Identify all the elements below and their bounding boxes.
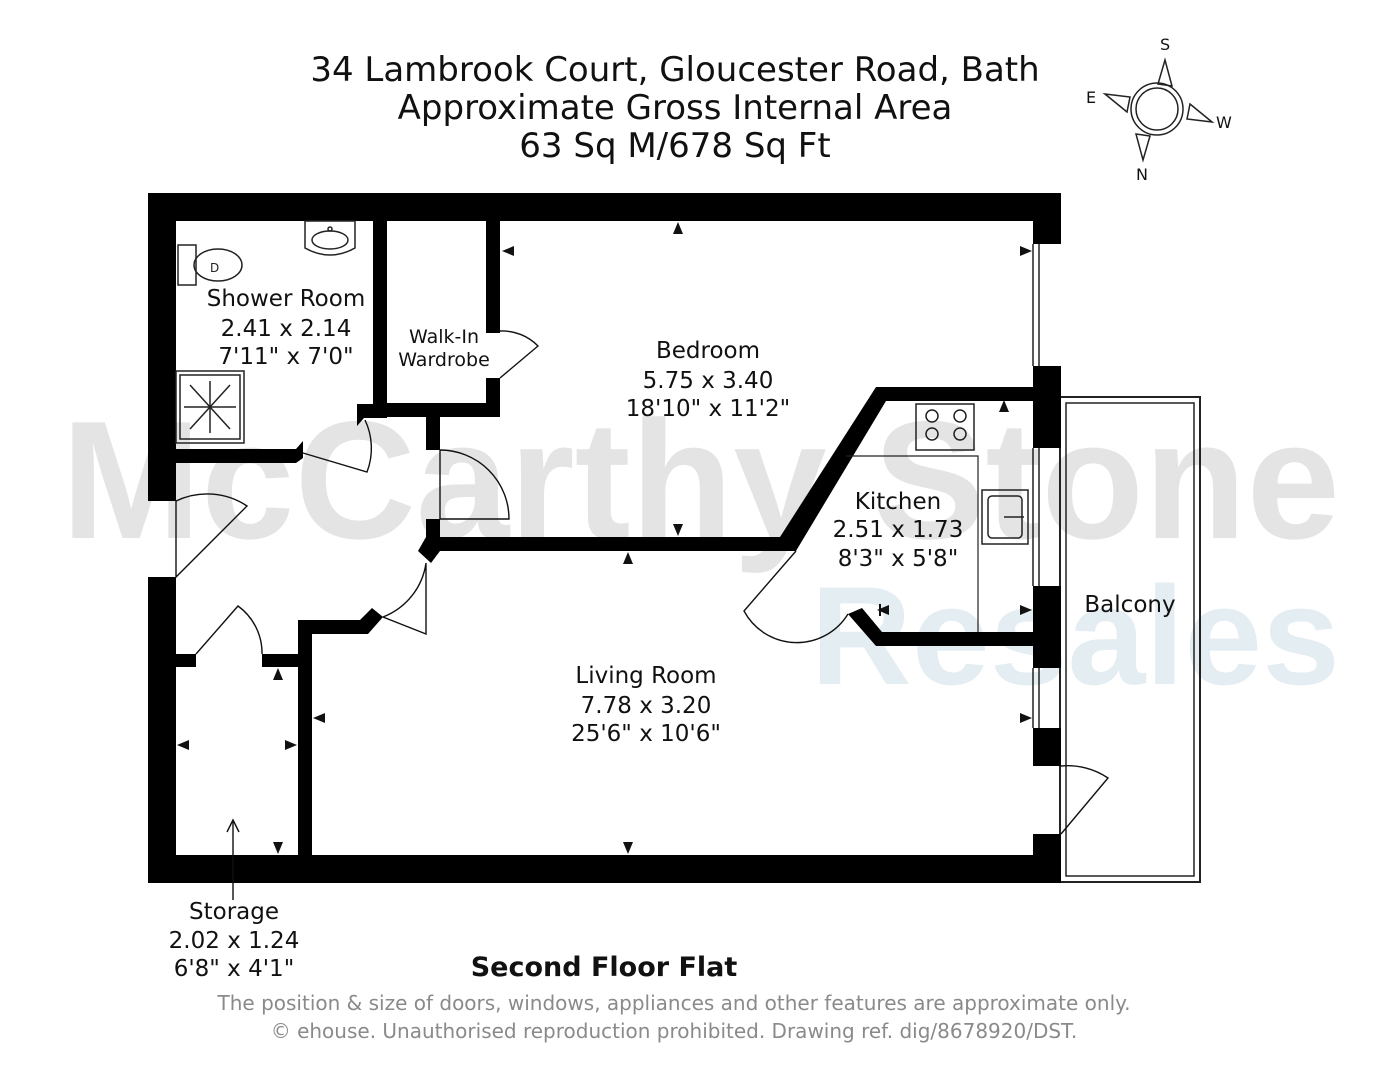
balcony-inner-outline [1065, 402, 1195, 877]
storage-name: Storage [189, 899, 279, 925]
compass-s: S [1160, 35, 1170, 54]
room-balcony: Balcony [1084, 592, 1175, 618]
storage-metric: 2.02 x 1.24 [169, 928, 300, 954]
room-kitchen: Kitchen 2.51 x 1.73 8'3" x 5'8" [833, 489, 964, 572]
kitchen-metric: 2.51 x 1.73 [833, 517, 964, 543]
kitchen-imperial: 8'3" x 5'8" [838, 546, 959, 572]
disclaimer-line2: © ehouse. Unauthorised reproduction proh… [270, 1019, 1078, 1043]
compass-e: E [1086, 88, 1096, 107]
living-metric: 7.78 x 3.20 [581, 693, 712, 719]
basin-icon [304, 220, 356, 256]
svg-text:D: D [210, 261, 219, 275]
room-living: Living Room 7.78 x 3.20 25'6" x 10'6" [571, 663, 721, 747]
dimension-markers [177, 222, 1032, 854]
kitchen-name: Kitchen [855, 489, 941, 515]
disclaimer-line1: The position & size of doors, windows, a… [217, 991, 1131, 1015]
storage-imperial: 6'8" x 4'1" [174, 956, 295, 982]
toilet-icon: D [177, 244, 243, 286]
room-wardrobe: Walk-In Wardrobe [398, 326, 490, 371]
kitchen-worktop [846, 455, 979, 632]
property-address: 34 Lambrook Court, Gloucester Road, Bath [310, 50, 1040, 90]
living-name: Living Room [575, 663, 716, 689]
wardrobe-line2: Wardrobe [398, 349, 490, 371]
area-value: 63 Sq M/678 Sq Ft [519, 126, 831, 166]
compass-w: W [1216, 113, 1232, 132]
area-title: Approximate Gross Internal Area [397, 88, 953, 128]
door-swings [175, 330, 1110, 900]
room-storage: Storage 2.02 x 1.24 6'8" x 4'1" [169, 899, 300, 982]
room-shower: Shower Room 2.41 x 2.14 7'11" x 7'0" [207, 286, 365, 370]
shower-name: Shower Room [207, 286, 365, 312]
compass-icon: S E W N [1086, 35, 1232, 184]
compass-n: N [1136, 165, 1148, 184]
bedroom-imperial: 18'10" x 11'2" [626, 396, 790, 422]
living-imperial: 25'6" x 10'6" [571, 721, 721, 747]
shower-tray-icon [175, 370, 245, 444]
hob-icon [915, 403, 975, 451]
windows [1032, 244, 1040, 728]
sink-icon [981, 489, 1029, 545]
balcony-name: Balcony [1084, 592, 1175, 618]
bedroom-name: Bedroom [656, 338, 760, 364]
room-bedroom: Bedroom 5.75 x 3.40 18'10" x 11'2" [626, 338, 790, 422]
walls [148, 193, 1061, 883]
floor-label: Second Floor Flat [470, 952, 738, 983]
shower-imperial: 7'11" x 7'0" [218, 344, 353, 370]
wardrobe-line1: Walk-In [409, 326, 479, 348]
bedroom-metric: 5.75 x 3.40 [643, 368, 774, 394]
shower-metric: 2.41 x 2.14 [221, 316, 352, 342]
